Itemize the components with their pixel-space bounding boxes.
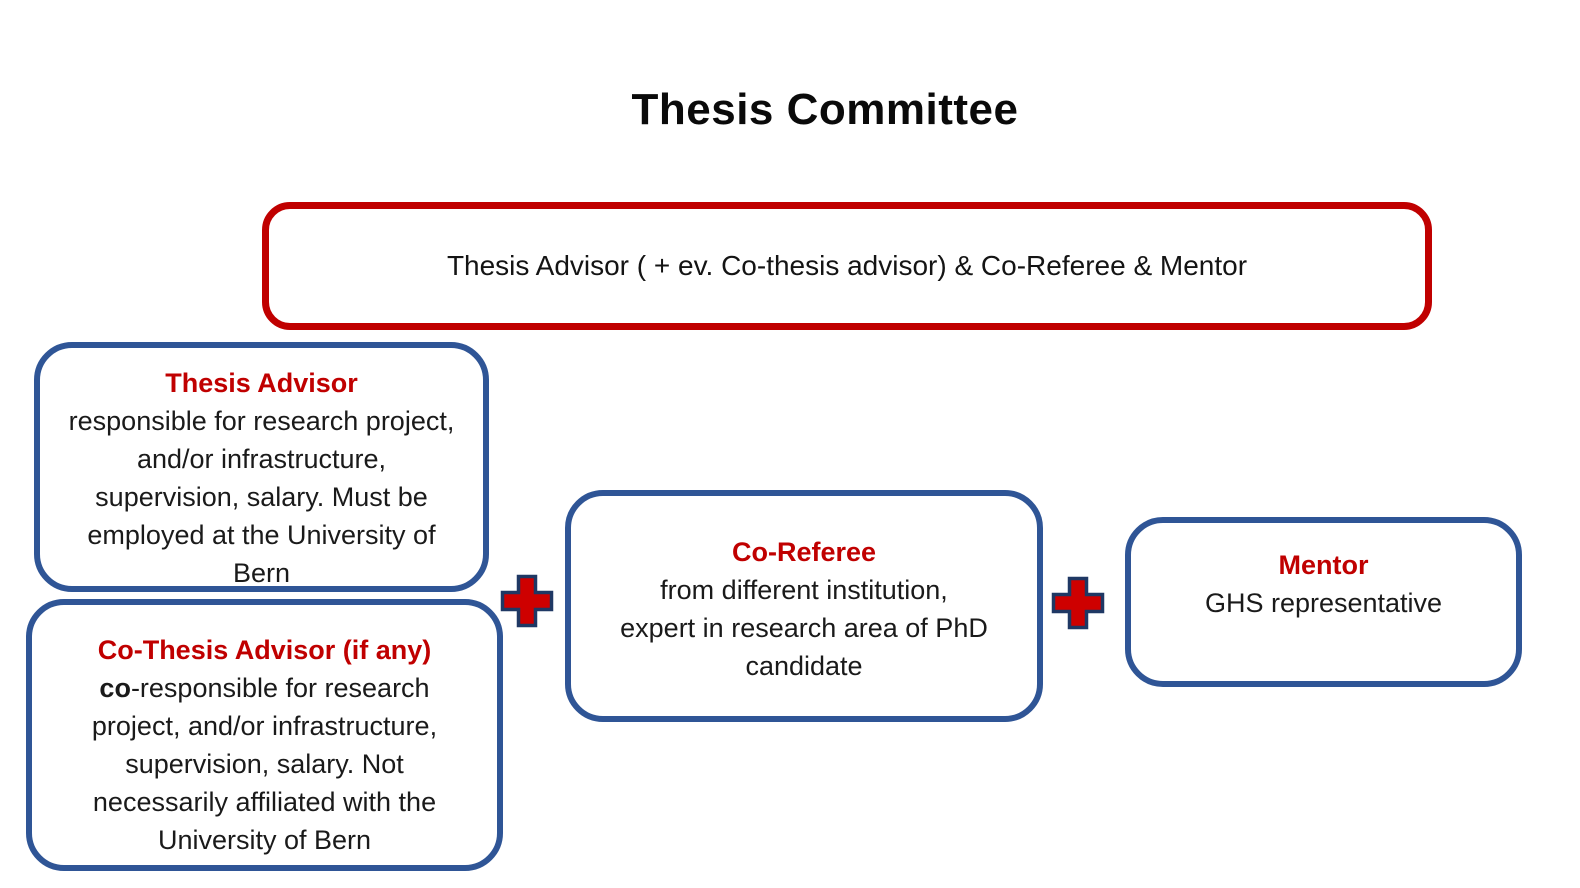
thesis-advisor-heading: Thesis Advisor <box>165 368 358 398</box>
co-referee-heading: Co-Referee <box>731 537 877 567</box>
thesis-advisor-line: and/or infrastructure, <box>136 444 387 474</box>
co-thesis-advisor-heading: Co-Thesis Advisor (if any) <box>97 635 432 665</box>
co-referee-line: expert in research area of PhD <box>620 613 988 643</box>
mentor-heading: Mentor <box>1278 550 1369 580</box>
mentor-line: GHS representative <box>1204 588 1443 618</box>
co-thesis-advisor-line: co-responsible for research <box>99 669 429 707</box>
page-title: Thesis Committee <box>631 85 1019 134</box>
co-thesis-advisor-line: project, and/or infrastructure, <box>91 711 438 741</box>
co-referee-line: candidate <box>745 651 863 681</box>
mentor-box: Mentor GHS representative <box>1125 517 1522 687</box>
committee-summary-box: Thesis Advisor ( + ev. Co-thesis advisor… <box>262 202 1432 330</box>
co-thesis-advisor-line: University of Bern <box>157 825 372 855</box>
co-thesis-advisor-box: Co-Thesis Advisor (if any) co-responsibl… <box>26 599 503 871</box>
thesis-advisor-box: Thesis Advisor responsible for research … <box>34 342 489 592</box>
thesis-advisor-line: supervision, salary. Must be <box>95 482 428 512</box>
co-bold-segment: co <box>99 673 131 703</box>
thesis-advisor-line: responsible for research project, <box>68 406 455 436</box>
plus-icon <box>1050 575 1106 631</box>
committee-summary-label: Thesis Advisor ( + ev. Co-thesis advisor… <box>446 250 1248 281</box>
co-thesis-advisor-line: necessarily affiliated with the <box>92 787 437 817</box>
co-referee-line: from different institution, <box>660 575 948 605</box>
co-rest-segment: -responsible for research <box>130 673 430 703</box>
thesis-advisor-line: Bern <box>232 558 291 588</box>
co-referee-box: Co-Referee from different institution, e… <box>565 490 1043 722</box>
plus-icon <box>499 573 555 629</box>
thesis-advisor-line: employed at the University of <box>87 520 436 550</box>
co-thesis-advisor-line: supervision, salary. Not <box>125 749 404 779</box>
